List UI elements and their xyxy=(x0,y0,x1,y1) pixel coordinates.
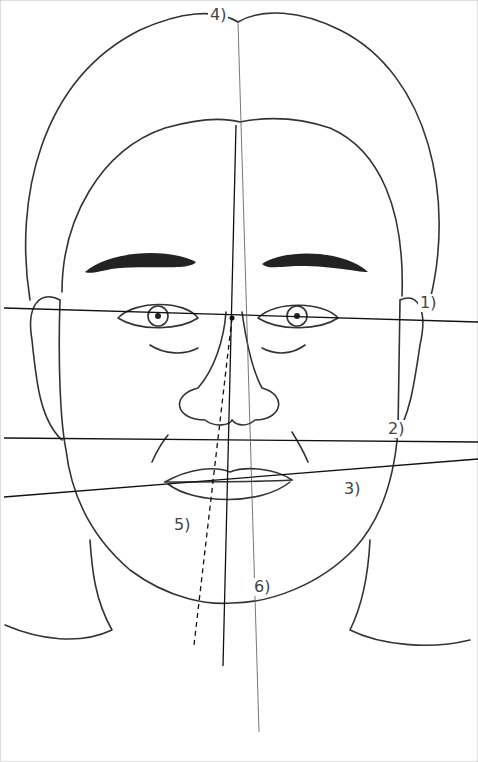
callout-number: 2) xyxy=(386,420,406,438)
callout-number: 1) xyxy=(418,294,438,312)
callout-number: 5) xyxy=(172,516,192,534)
callout-number: 4) xyxy=(208,6,228,24)
callout-number: 3) xyxy=(342,480,362,498)
callout-number: 6) xyxy=(252,578,272,596)
